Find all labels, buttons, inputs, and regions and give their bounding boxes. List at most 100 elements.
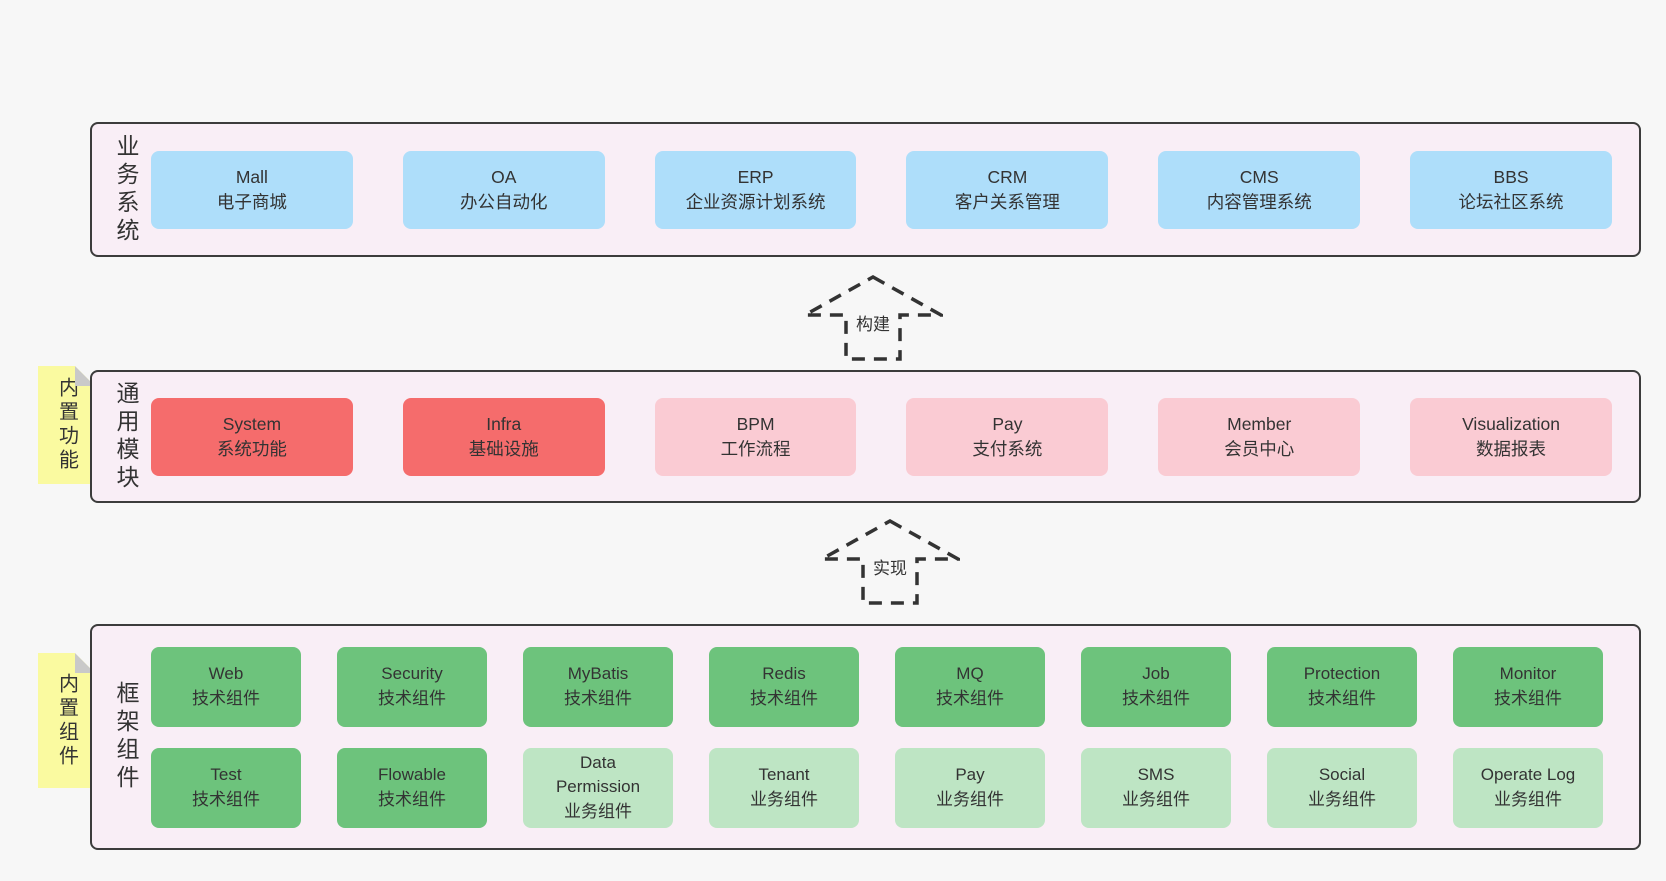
box-subtitle: 电子商城 <box>216 191 287 212</box>
box-title: Data Permission <box>555 753 641 797</box>
box-subtitle: 业务组件 <box>1308 789 1376 809</box>
box-title: MQ <box>956 664 984 684</box>
box-subtitle: 业务组件 <box>936 789 1004 809</box>
box-subtitle: 技术组件 <box>378 789 446 809</box>
box-subtitle: 业务组件 <box>1122 789 1190 809</box>
box-title: Mall <box>235 166 268 187</box>
framework-components-layer: 框架组件 Web 技术组件 Security 技术组件 MyBatis 技术组件… <box>90 624 1641 850</box>
box-system: System 系统功能 <box>151 397 353 476</box>
box-title: Infra <box>486 413 522 434</box>
components-rows: Web 技术组件 Security 技术组件 MyBatis 技术组件 Redi… <box>137 626 1639 848</box>
box-mq: MQ 技术组件 <box>895 646 1045 727</box>
note-label: 内置组件 <box>55 672 78 769</box>
box-erp: ERP 企业资源计划系统 <box>654 150 857 229</box>
box-pay-module: Pay 支付系统 <box>906 397 1109 476</box>
box-subtitle: 会员中心 <box>1224 438 1295 459</box>
box-bpm: BPM 工作流程 <box>654 397 857 476</box>
box-title: ERP <box>737 166 774 187</box>
box-title: BPM <box>736 413 775 434</box>
box-subtitle: 技术组件 <box>1494 688 1562 708</box>
build-arrow: 构建 <box>803 275 943 361</box>
box-job: Job 技术组件 <box>1081 646 1231 727</box>
box-subtitle: 论坛社区系统 <box>1458 191 1564 212</box>
box-member: Member 会员中心 <box>1158 397 1361 476</box>
box-title: Visualization <box>1462 413 1561 434</box>
box-subtitle: 业务组件 <box>750 789 818 809</box>
box-mall: Mall 电子商城 <box>151 150 353 229</box>
box-title: Protection <box>1303 664 1381 684</box>
box-title: Social <box>1318 765 1366 785</box>
box-subtitle: 支付系统 <box>972 438 1043 459</box>
box-subtitle: 技术组件 <box>1308 688 1376 708</box>
box-title: Monitor <box>1499 664 1557 684</box>
box-title: CRM <box>987 166 1028 187</box>
box-title: Web <box>208 664 244 684</box>
box-subtitle: 业务组件 <box>564 801 632 821</box>
box-title: MyBatis <box>567 664 629 684</box>
sticky-note-builtin-features: 内置功能 <box>38 366 95 484</box>
box-title: Pay <box>955 765 985 785</box>
box-title: SMS <box>1137 765 1175 785</box>
box-subtitle: 基础设施 <box>468 438 539 459</box>
box-subtitle: 技术组件 <box>936 688 1004 708</box>
box-subtitle: 技术组件 <box>1122 688 1190 708</box>
box-subtitle: 技术组件 <box>192 688 260 708</box>
box-title: OA <box>491 166 517 187</box>
box-flowable: Flowable 技术组件 <box>337 747 487 828</box>
note-label: 内置功能 <box>55 377 78 473</box>
box-subtitle: 系统功能 <box>216 438 287 459</box>
box-mybatis: MyBatis 技术组件 <box>523 646 673 727</box>
box-subtitle: 企业资源计划系统 <box>685 191 826 212</box>
box-social: Social 业务组件 <box>1267 747 1417 828</box>
box-subtitle: 内容管理系统 <box>1206 191 1312 212</box>
box-operate-log: Operate Log 业务组件 <box>1453 747 1603 828</box>
implement-arrow: 实现 <box>820 519 960 605</box>
box-title: Security <box>381 664 443 684</box>
box-subtitle: 技术组件 <box>192 789 260 809</box>
modules-boxes-row: System 系统功能 Infra 基础设施 BPM 工作流程 Pay 支付系统… <box>137 372 1639 501</box>
box-title: CMS <box>1239 166 1279 187</box>
box-title: BBS <box>1493 166 1529 187</box>
box-title: Flowable <box>377 765 447 785</box>
box-title: Member <box>1227 413 1292 434</box>
box-protection: Protection 技术组件 <box>1267 646 1417 727</box>
dashed-up-arrow-icon <box>803 275 943 361</box>
box-title: Redis <box>762 664 806 684</box>
box-subtitle: 业务组件 <box>1494 789 1562 809</box>
box-title: Pay <box>992 413 1023 434</box>
dashed-up-arrow-icon <box>820 519 960 605</box>
layer-label-modules: 通用模块 <box>113 380 139 493</box>
box-redis: Redis 技术组件 <box>709 646 859 727</box>
components-row-1: Web 技术组件 Security 技术组件 MyBatis 技术组件 Redi… <box>151 646 1603 727</box>
box-subtitle: 客户关系管理 <box>954 191 1060 212</box>
box-subtitle: 数据报表 <box>1476 438 1547 459</box>
components-row-2: Test 技术组件 Flowable 技术组件 Data Permission … <box>151 747 1603 828</box>
box-title: System <box>222 413 282 434</box>
box-web: Web 技术组件 <box>151 646 301 727</box>
box-tenant: Tenant 业务组件 <box>709 747 859 828</box>
layer-label-business: 业务系统 <box>113 133 139 246</box>
box-title: Operate Log <box>1480 765 1576 785</box>
box-subtitle: 工作流程 <box>720 438 791 459</box>
box-title: Test <box>210 765 242 785</box>
box-visualization: Visualization 数据报表 <box>1410 397 1612 476</box>
box-monitor: Monitor 技术组件 <box>1453 646 1603 727</box>
box-pay-component: Pay 业务组件 <box>895 747 1045 828</box>
box-oa: OA 办公自动化 <box>402 150 605 229</box>
box-title: Job <box>1142 664 1170 684</box>
box-subtitle: 技术组件 <box>750 688 818 708</box>
box-crm: CRM 客户关系管理 <box>906 150 1109 229</box>
layer-label-components: 框架组件 <box>113 681 139 793</box>
box-title: Tenant <box>758 765 810 785</box>
box-sms: SMS 业务组件 <box>1081 747 1231 828</box>
box-data-permission: Data Permission 业务组件 <box>523 747 673 828</box>
sticky-note-builtin-components: 内置组件 <box>38 653 95 788</box>
box-cms: CMS 内容管理系统 <box>1158 150 1361 229</box>
arrow-label: 实现 <box>870 553 910 580</box>
box-infra: Infra 基础设施 <box>402 397 605 476</box>
business-systems-layer: 业务系统 Mall 电子商城 OA 办公自动化 ERP 企业资源计划系统 CRM… <box>90 122 1641 257</box>
box-test: Test 技术组件 <box>151 747 301 828</box>
common-modules-layer: 通用模块 System 系统功能 Infra 基础设施 BPM 工作流程 Pay… <box>90 370 1641 503</box>
box-security: Security 技术组件 <box>337 646 487 727</box>
box-subtitle: 技术组件 <box>378 688 446 708</box>
